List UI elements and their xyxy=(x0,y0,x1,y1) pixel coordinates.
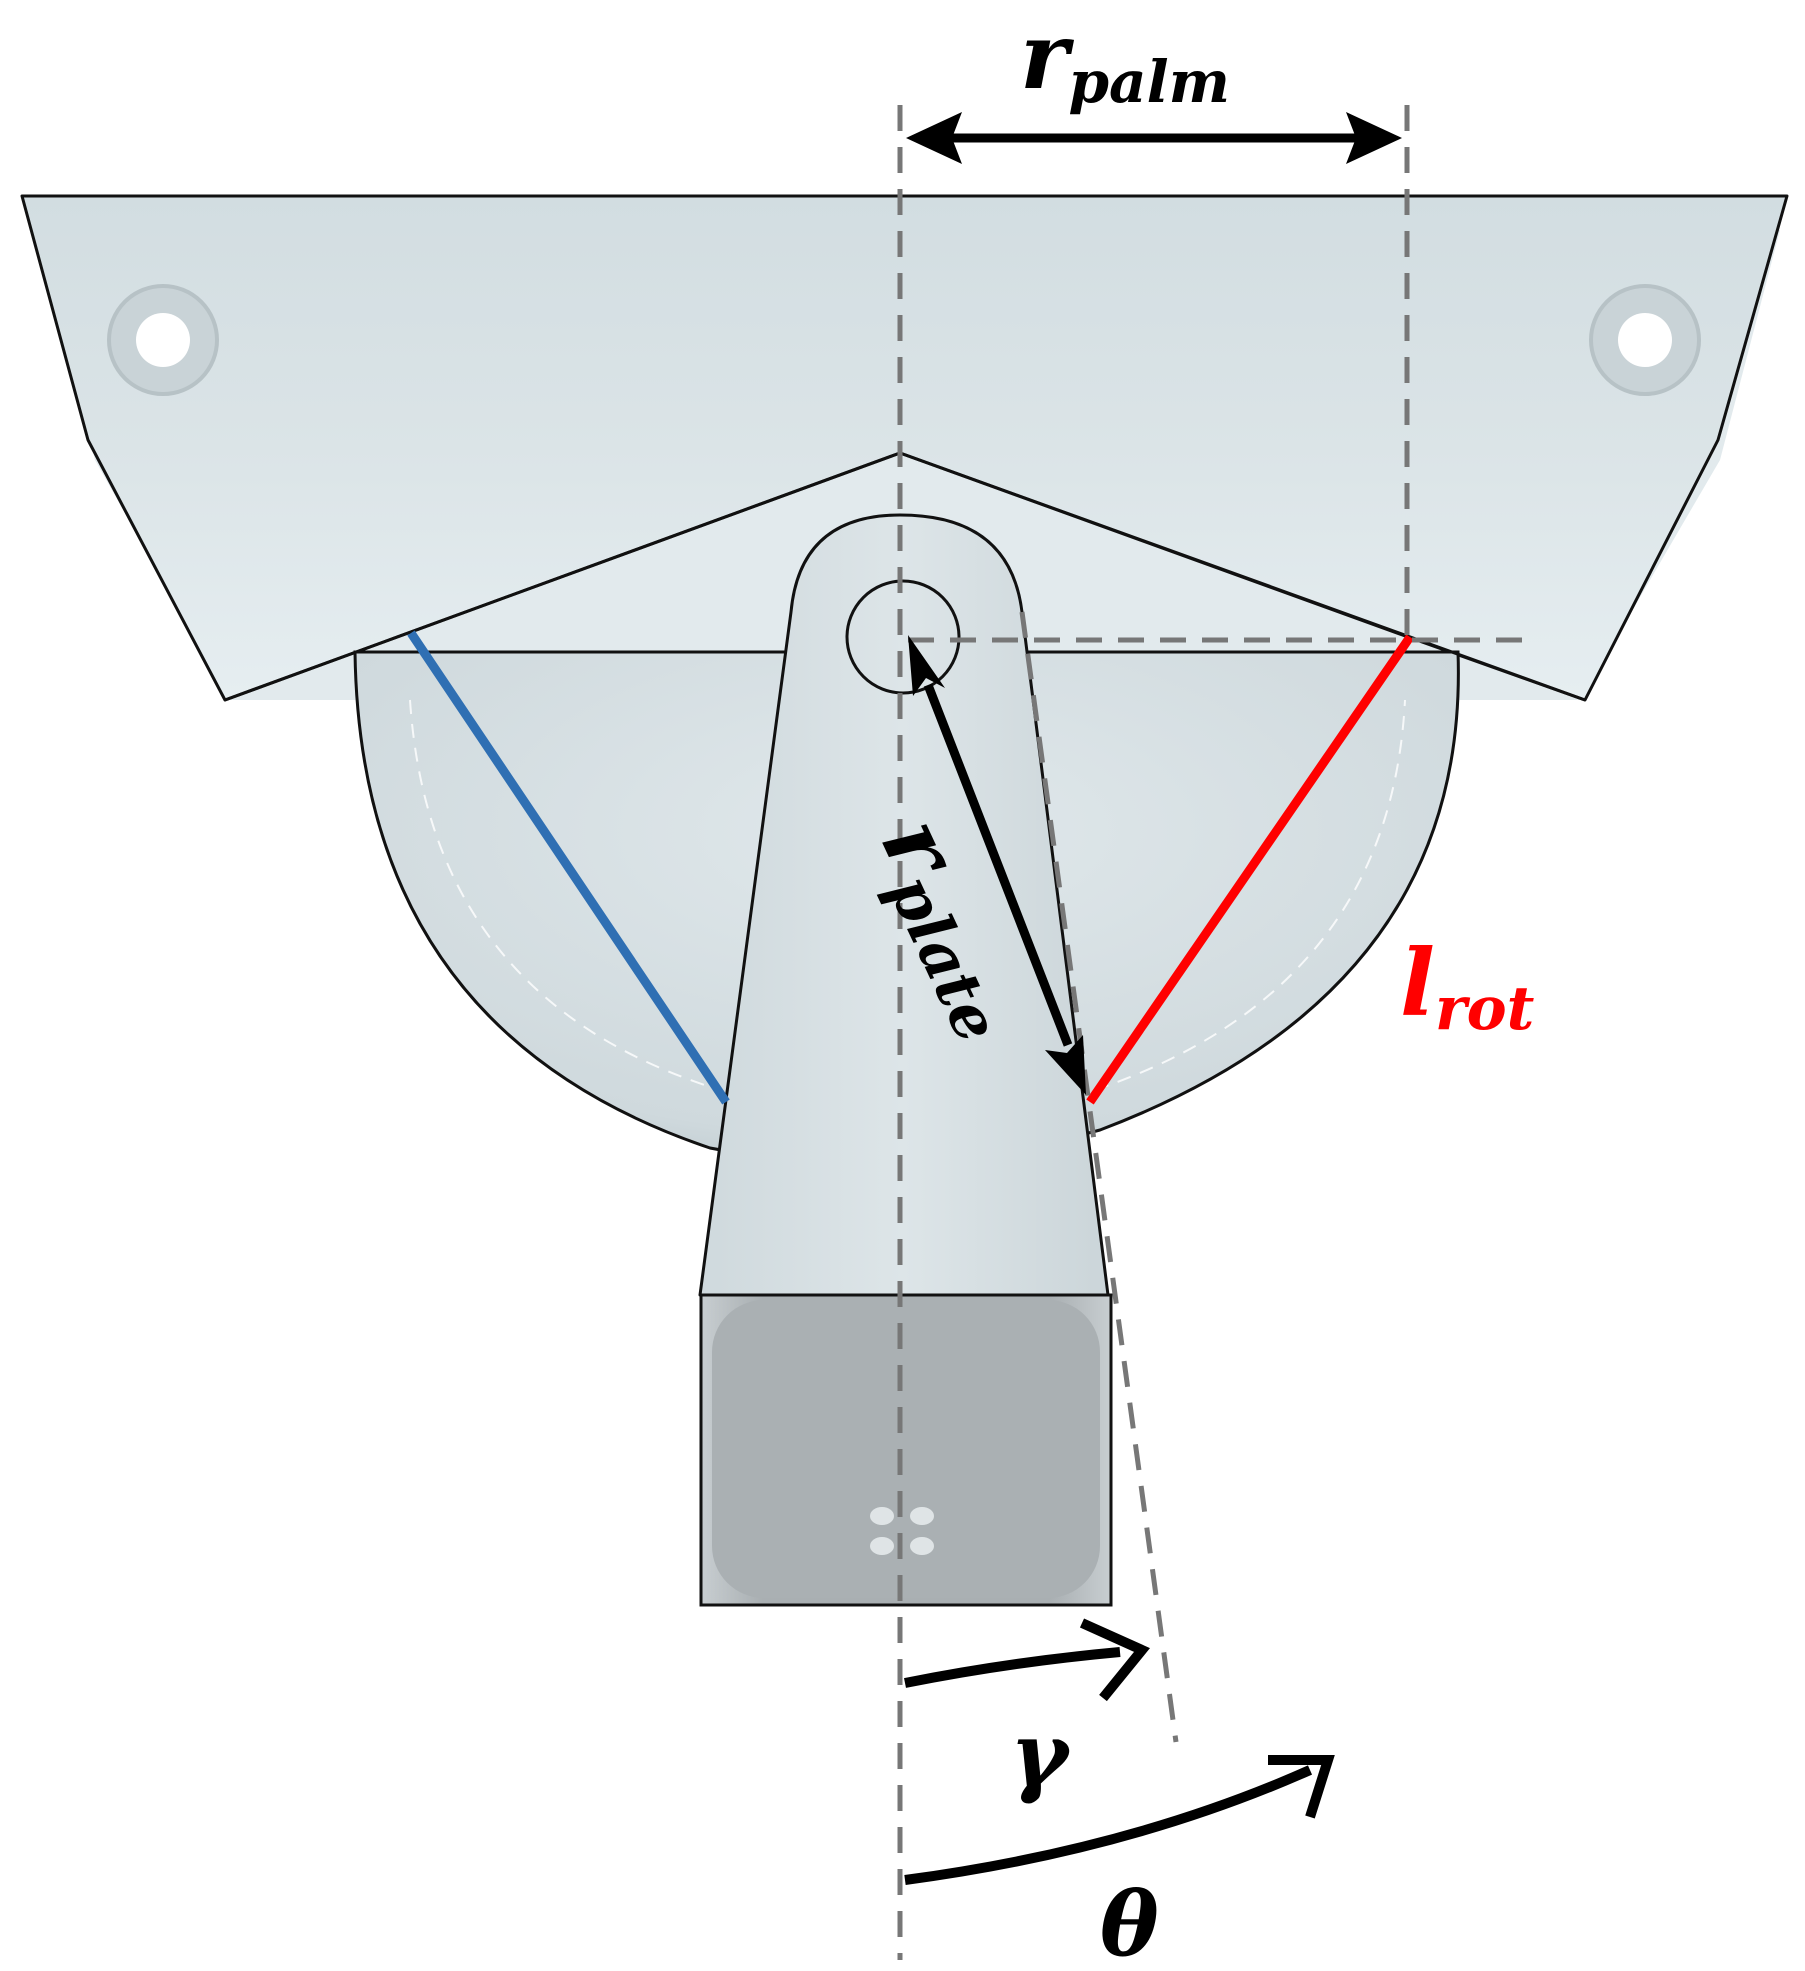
r-plate-dimension-arrow xyxy=(908,635,1086,1095)
rotated-plate-dashed-line xyxy=(1019,611,1179,1743)
rotation-base-highlight xyxy=(409,699,1406,1091)
fingertip-block-inner xyxy=(712,1300,1100,1598)
construction-lines xyxy=(897,105,1530,1960)
finger-plate xyxy=(698,513,1110,1297)
blue-link-line xyxy=(407,630,730,1105)
theta-arc-arrow xyxy=(904,1755,1335,1885)
r-palm-label: rpalm xyxy=(1020,2,1230,116)
r-palm-dimension-arrow xyxy=(906,112,1402,164)
fingertip-dots xyxy=(870,1507,934,1555)
red-link-line-lrot xyxy=(1086,634,1414,1105)
gamma-arc-arrow xyxy=(904,1618,1150,1702)
gamma-label: γ xyxy=(1010,1702,1072,1806)
mount-hole-right xyxy=(1589,284,1701,396)
theta-label: θ xyxy=(1100,1872,1159,1971)
pivot-joint-icon xyxy=(845,579,961,695)
mount-hole-left xyxy=(107,284,219,396)
l-rot-label: lrot xyxy=(1400,929,1535,1044)
